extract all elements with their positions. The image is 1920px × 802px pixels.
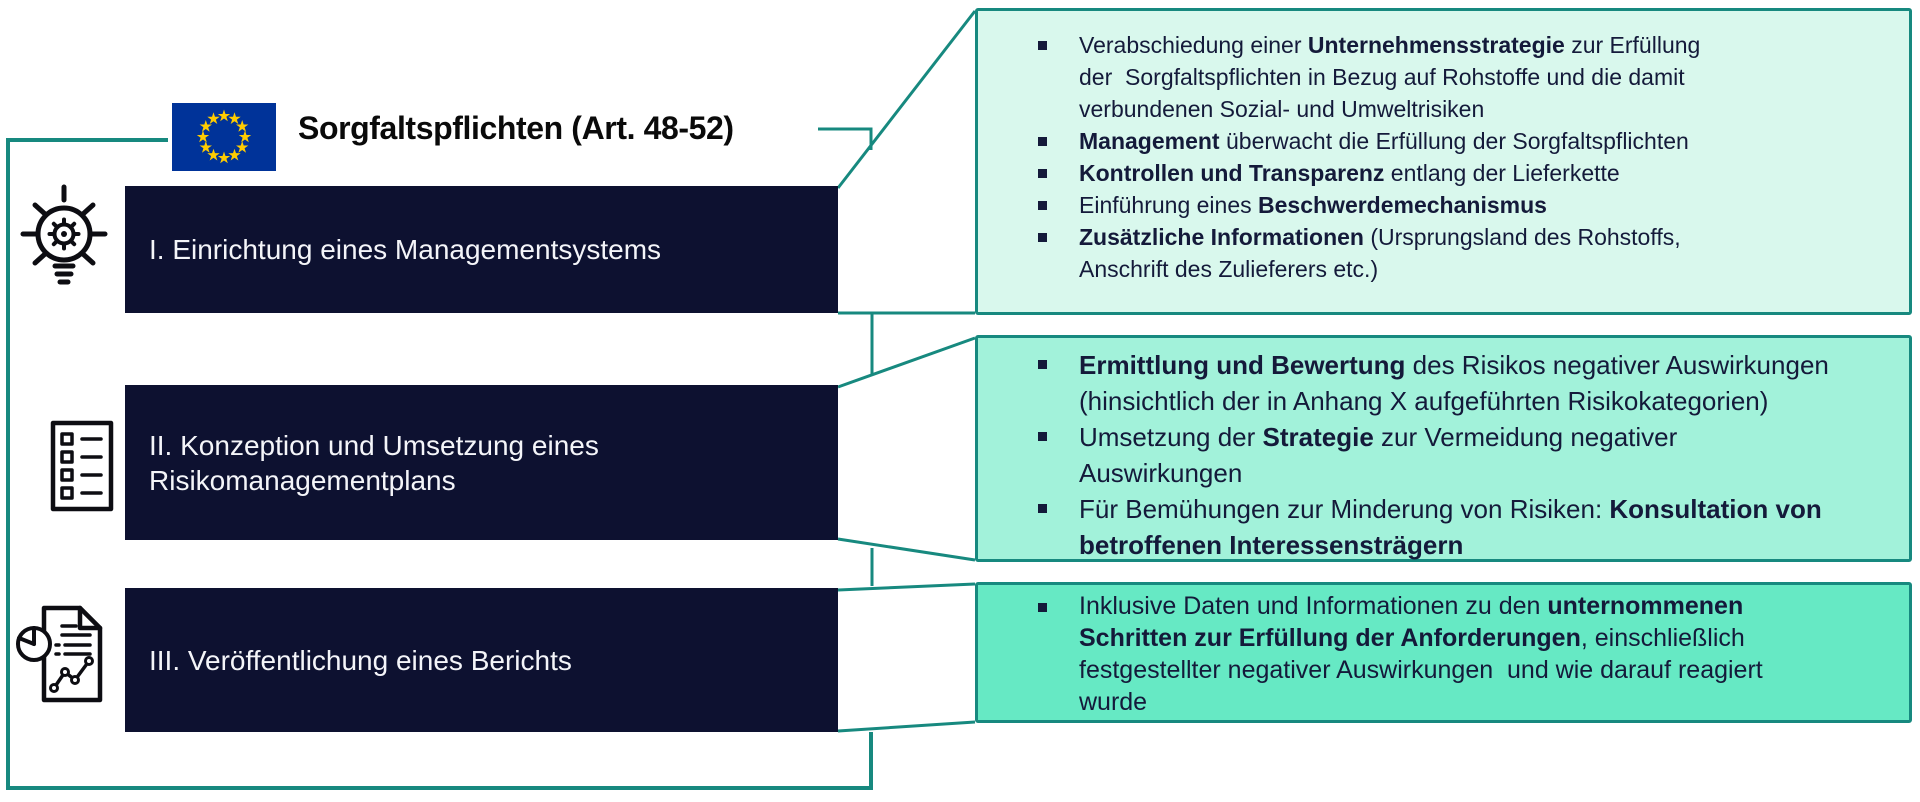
- bullet-item: Zusätzliche Informationen (Ursprungsland…: [978, 221, 1909, 285]
- step-box-1: I. Einrichtung eines Managementsystems: [125, 186, 838, 313]
- eu-flag: [172, 103, 276, 171]
- callout-1-bullet-list: Verabschiedung einer Unternehmensstrateg…: [978, 11, 1909, 285]
- step-label-3: III. Veröffentlichung eines Berichts: [149, 644, 572, 676]
- bullet-item: Für Bemühungen zur Minderung von Risiken…: [978, 491, 1909, 563]
- page-title: Sorgfaltspflichten (Art. 48-52): [298, 110, 734, 146]
- bullet-item: Verabschiedung einer Unternehmensstrateg…: [978, 29, 1909, 125]
- bullet-square-icon: [1038, 200, 1047, 210]
- bullet-text: Verabschiedung einer Unternehmensstrateg…: [1079, 32, 1701, 122]
- bullet-text: Für Bemühungen zur Minderung von Risiken…: [1079, 494, 1822, 560]
- funnel3-top-line: [837, 582, 976, 592]
- callout-box-3: Inklusive Daten und Informationen zu den…: [975, 582, 1912, 723]
- funnel3-bottom-line: [837, 720, 976, 733]
- lightbulb-gear-icon: [14, 178, 114, 303]
- left-bracket-line: [6, 138, 873, 790]
- step-box-3: III. Veröffentlichung eines Berichts: [125, 588, 838, 732]
- bullet-square-icon: [1038, 360, 1047, 369]
- step-box-2: II. Konzeption und Umsetzung eines Risik…: [125, 385, 838, 540]
- bullet-text: Management überwacht die Erfüllung der S…: [1079, 128, 1689, 154]
- bullet-item: Management überwacht die Erfüllung der S…: [978, 125, 1909, 157]
- bullet-item: Inklusive Daten und Informationen zu den…: [978, 590, 1909, 718]
- bullet-square-icon: [1038, 232, 1047, 242]
- bullet-square-icon: [1038, 432, 1047, 441]
- bullet-item: Ermittlung und Bewertung des Risikos neg…: [978, 347, 1909, 419]
- callout-3-bullet-list: Inklusive Daten und Informationen zu den…: [978, 585, 1909, 718]
- bullet-text: Einführung eines Beschwerdemechanismus: [1079, 192, 1547, 218]
- step-label-2: II. Konzeption und Umsetzung eines Risik…: [149, 429, 599, 496]
- step-label-1: I. Einrichtung eines Managementsystems: [149, 234, 662, 265]
- bullet-text: Zusätzliche Informationen (Ursprungsland…: [1079, 224, 1681, 282]
- callout-box-1: Verabschiedung einer Unternehmensstrateg…: [975, 8, 1912, 315]
- checklist-icon: [50, 420, 114, 517]
- report-chart-icon: [14, 604, 114, 713]
- callout-2-bullet-list: Ermittlung und Bewertung des Risikos neg…: [978, 338, 1909, 563]
- bullet-square-icon: [1038, 136, 1047, 146]
- bullet-item: Einführung eines Beschwerdemechanismus: [978, 189, 1909, 221]
- funnel2-top-line: [837, 336, 976, 389]
- bullet-text: Kontrollen und Transparenz entlang der L…: [1079, 160, 1620, 186]
- bullet-square-icon: [1038, 504, 1047, 513]
- funnel1-top-line: [836, 10, 977, 189]
- bullet-item: Umsetzung der Strategie zur Vermeidung n…: [978, 419, 1909, 491]
- bullet-text: Umsetzung der Strategie zur Vermeidung n…: [1079, 422, 1678, 488]
- callout-box-2: Ermittlung und Bewertung des Risikos neg…: [975, 335, 1912, 562]
- bullet-square-icon: [1038, 40, 1047, 50]
- bullet-text: Inklusive Daten und Informationen zu den…: [1079, 592, 1763, 716]
- bullet-square-icon: [1038, 602, 1047, 612]
- bullet-square-icon: [1038, 168, 1047, 178]
- bullet-text: Ermittlung und Bewertung des Risikos neg…: [1079, 350, 1829, 416]
- bullet-item: Kontrollen und Transparenz entlang der L…: [978, 157, 1909, 189]
- funnel2-bottom-line: [837, 537, 976, 562]
